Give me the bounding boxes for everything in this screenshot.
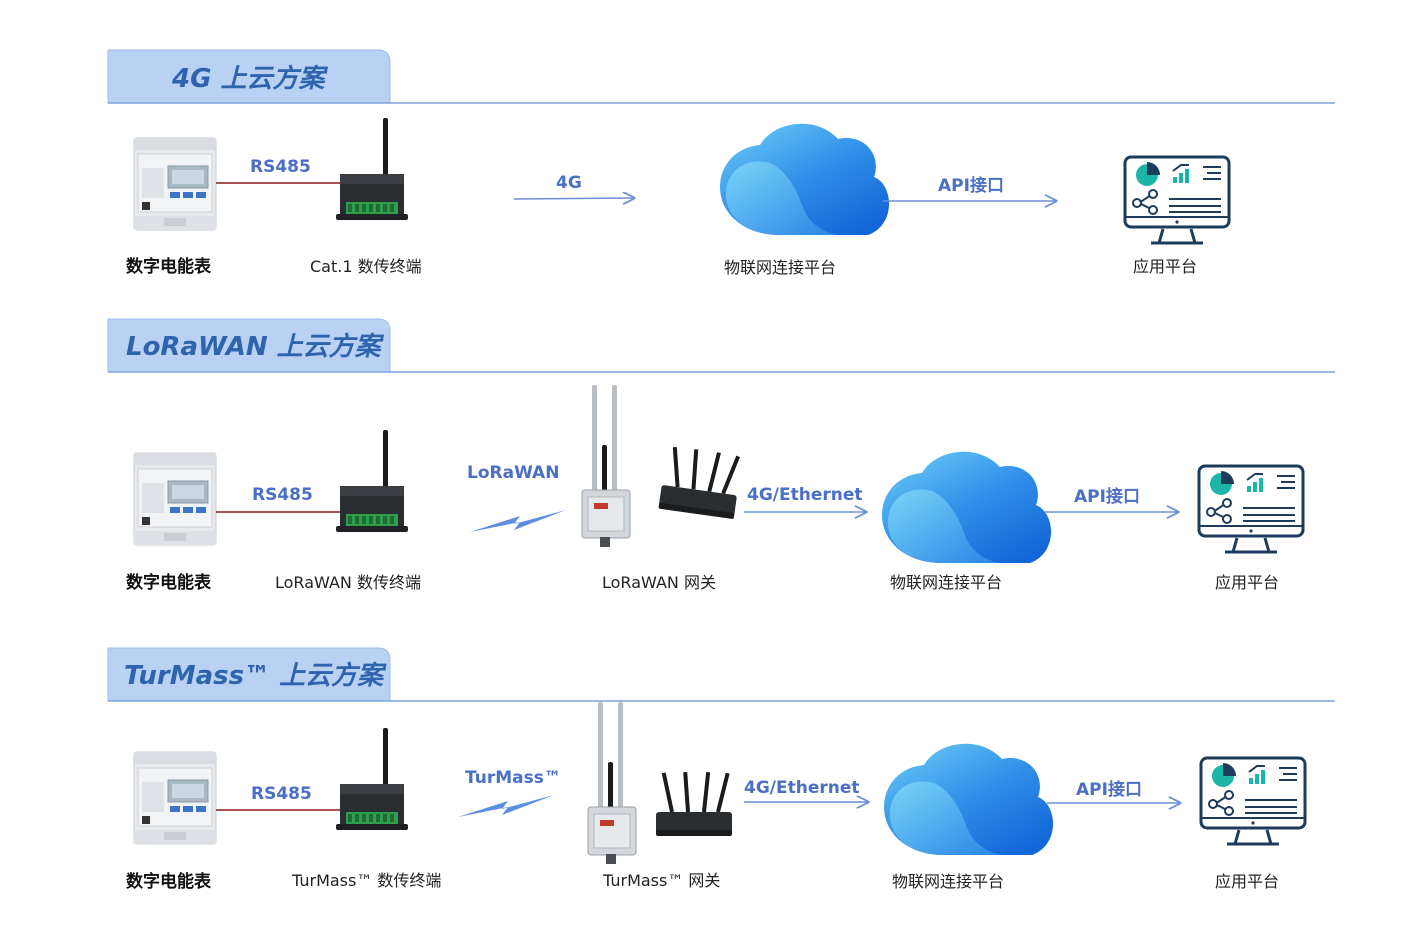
meter-label: 数字电能表 [126,572,212,593]
wireless-label: LoRaWAN [467,463,559,483]
cloud-label: 物联网连接平台 [724,258,836,277]
link-label: 4G/Ethernet [744,778,860,798]
energy-meter-icon [133,137,217,231]
data-terminal-icon [336,430,408,532]
terminal-label: TurMass™ 数传终端 [291,871,441,890]
cloud-label: 物联网连接平台 [892,872,1004,891]
api-label: API接口 [1076,779,1142,800]
section-title: TurMass™ 上云方案 [124,661,387,691]
cloud-icon [884,743,1054,855]
meter-label: 数字电能表 [126,871,212,892]
link-label: 4G/Ethernet [747,485,863,505]
monitor-dashboard-icon [1197,464,1305,554]
router-icon [656,771,732,836]
section-4g: 4G 上云方案 RS485 4G API接口 数字电能表 Cat.1 数传终端 … [107,49,1335,277]
gateway-label: LoRaWAN 网关 [602,573,716,592]
cloud-icon [720,123,890,235]
terminal-label: LoRaWAN 数传终端 [275,573,421,592]
app-label: 应用平台 [1133,257,1197,276]
energy-meter-icon [133,452,217,546]
section-title: 4G 上云方案 [171,64,328,94]
cloud-label: 物联网连接平台 [890,573,1002,592]
lightning-wireless-icon [470,510,566,532]
gateway-label: TurMass™ 网关 [602,871,720,890]
app-label: 应用平台 [1215,573,1279,592]
gateway-icon [581,384,631,548]
data-terminal-icon [336,118,408,220]
lightning-wireless-icon [458,795,554,817]
link-label: 4G [556,173,582,193]
cloud-icon [882,451,1052,563]
monitor-dashboard-icon [1123,155,1231,245]
terminal-label: Cat.1 数传终端 [310,257,422,276]
energy-meter-icon [133,751,217,845]
api-label: API接口 [938,175,1004,196]
rs485-label: RS485 [251,784,312,804]
rs485-label: RS485 [250,157,311,177]
rs485-label: RS485 [252,485,313,505]
section-lorawan: LoRaWAN 上云方案 RS485 LoRaWAN 4G/Ethernet A… [107,318,1335,593]
meter-label: 数字电能表 [126,256,212,277]
section-title: LoRaWAN 上云方案 [126,332,385,362]
app-label: 应用平台 [1215,872,1279,891]
section-turmass: TurMass™ 上云方案 RS485 TurMass™ 4G/Ethernet… [107,647,1335,892]
monitor-dashboard-icon [1199,756,1307,846]
api-label: API接口 [1074,486,1140,507]
data-terminal-icon [336,728,408,830]
wireless-label: TurMass™ [465,768,561,788]
gateway-icon [587,701,637,865]
router-icon [658,445,743,520]
